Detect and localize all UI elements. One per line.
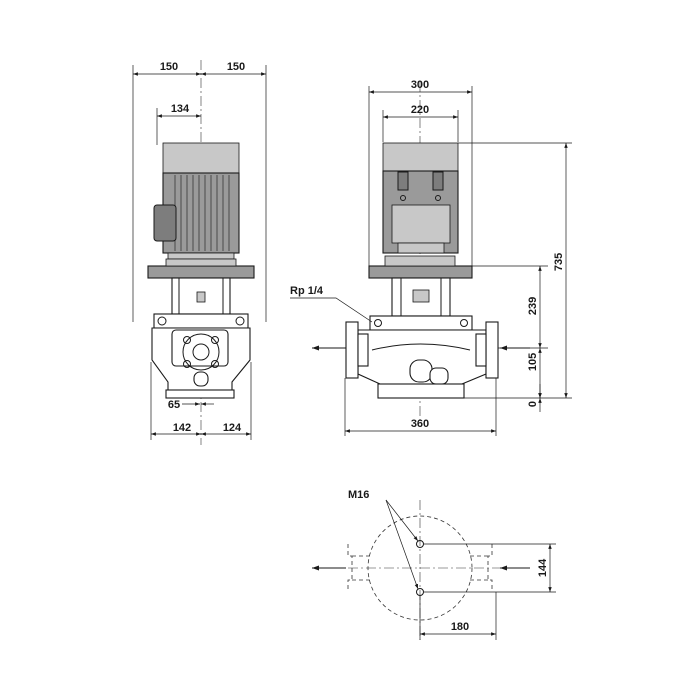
plan-housing-outline	[367, 515, 473, 621]
front-dim-motor-body: 220	[411, 104, 429, 116]
plan-dim-bolt-spacing: 144	[537, 558, 549, 577]
side-dim-bottom-right: 124	[223, 422, 242, 434]
front-label-rp: Rp 1/4	[290, 285, 324, 297]
front-view: 300 220	[290, 79, 572, 436]
side-dim-right-half: 150	[227, 61, 245, 73]
front-inlet-flange	[485, 321, 499, 379]
side-dim-port: 65	[168, 399, 180, 411]
plan-label-bolt: M16	[348, 489, 369, 501]
front-base	[377, 383, 465, 399]
front-height-flange: 239	[527, 297, 539, 315]
front-outlet-flange	[345, 321, 359, 379]
side-dim-motor-offset: 134	[171, 103, 190, 115]
plan-bolt-hole-bottom	[416, 588, 424, 596]
side-view: 150 150 134	[132, 60, 267, 445]
front-height-axis: 105	[527, 353, 539, 371]
front-motor-cap	[382, 142, 459, 172]
front-motor-flange	[368, 265, 473, 279]
front-height-zero: 0	[527, 401, 539, 407]
plan-dim-bolt-offset: 180	[451, 621, 469, 633]
front-dim-motor-width: 300	[411, 79, 429, 91]
side-motor-flange	[147, 265, 255, 279]
plan-view: M16 144 180	[312, 489, 556, 640]
front-dim-port-to-port: 360	[411, 418, 429, 430]
plan-bolt-hole-top	[416, 540, 424, 548]
side-dim-left-half: 150	[160, 61, 178, 73]
side-base	[165, 389, 235, 399]
front-height-total: 735	[553, 253, 565, 271]
side-terminal-box	[153, 204, 177, 242]
side-dim-bottom-left: 142	[173, 422, 191, 434]
side-motor-cap	[162, 142, 240, 174]
